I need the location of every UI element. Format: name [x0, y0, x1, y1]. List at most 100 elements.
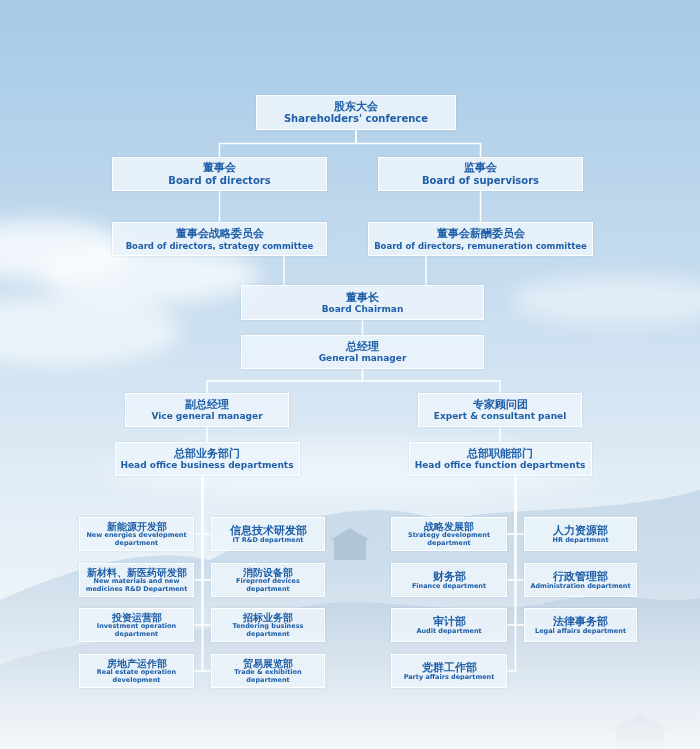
- department-box: 人力资源部HR department: [524, 517, 637, 551]
- chinese-label: 信息技术研发部: [230, 524, 307, 537]
- department-box: 新能源开发部New energies development departmen…: [79, 517, 194, 551]
- chinese-label: 新材料、新医药研发部: [87, 567, 187, 579]
- department-box: 消防设备部Fireproof devices department: [211, 563, 325, 597]
- org-connector: [480, 191, 482, 222]
- chinese-label: 贸易展览部: [243, 658, 293, 670]
- chinese-label: 董事会: [203, 161, 236, 174]
- english-label: Shareholders' conference: [284, 113, 428, 125]
- english-label: Board of directors: [168, 175, 270, 187]
- org-connector: [203, 476, 212, 580]
- org-connector: [363, 369, 501, 393]
- department-box: 党群工作部Party affairs department: [391, 654, 507, 688]
- english-label: Board Chairman: [322, 304, 404, 315]
- org-box: 总部业务部门Head office business departments: [115, 442, 300, 476]
- chinese-label: 股东大会: [334, 100, 378, 113]
- org-connector: [425, 256, 427, 285]
- department-box: 审计部Audit department: [391, 608, 507, 642]
- chinese-label: 总部业务部门: [174, 447, 240, 460]
- english-label: Strategy development department: [396, 532, 502, 547]
- department-box: 新材料、新医药研发部New materials and new medicine…: [79, 563, 194, 597]
- cloud: [510, 275, 700, 325]
- chinese-label: 董事会战略委员会: [176, 227, 264, 240]
- org-connector: [207, 369, 363, 393]
- chinese-label: 房地产运作部: [107, 658, 167, 670]
- org-connector: [507, 476, 516, 580]
- chinese-label: 总部职能部门: [467, 447, 533, 460]
- org-connector: [516, 476, 525, 625]
- english-label: Investment operation department: [84, 623, 189, 638]
- org-box: 董事长Board Chairman: [241, 285, 484, 320]
- english-label: Party affairs department: [404, 674, 495, 681]
- english-label: HR department: [552, 537, 608, 544]
- chinese-label: 党群工作部: [422, 661, 477, 674]
- org-connector: [206, 427, 208, 442]
- english-label: Expert & consultant panel: [434, 411, 566, 422]
- english-label: Board of directors, remuneration committ…: [374, 241, 587, 251]
- department-box: 行政管理部Administration department: [524, 563, 637, 597]
- chinese-label: 投资运营部: [112, 612, 162, 624]
- english-label: Real estate operation development: [84, 669, 189, 684]
- org-box: 副总经理Vice general manager: [125, 393, 289, 427]
- org-connector: [194, 476, 203, 671]
- org-connector: [220, 130, 357, 157]
- org-box: 总部职能部门Head office function departments: [409, 442, 592, 476]
- department-box: 投资运营部Investment operation department: [79, 608, 194, 642]
- department-box: 法律事务部Legal affairs department: [524, 608, 637, 642]
- english-label: Head office function departments: [415, 460, 586, 471]
- far-mountains: [0, 490, 700, 749]
- org-connector: [203, 476, 212, 534]
- chinese-label: 董事会薪酬委员会: [437, 227, 525, 240]
- org-connector: [219, 191, 221, 222]
- english-label: Trade & exhibition department: [216, 669, 320, 684]
- clouds: [0, 220, 700, 500]
- department-box: 贸易展览部Trade & exhibition department: [211, 654, 325, 688]
- org-connector: [516, 476, 525, 580]
- org-connector: [194, 476, 203, 580]
- english-label: Finance department: [412, 583, 486, 590]
- chinese-label: 新能源开发部: [107, 521, 167, 533]
- english-label: Board of directors, strategy committee: [126, 241, 314, 251]
- org-connector: [362, 320, 364, 335]
- english-label: Head office business departments: [120, 460, 293, 471]
- english-label: Tendering business department: [216, 623, 320, 638]
- fog: [0, 560, 700, 749]
- english-label: New energies development department: [84, 532, 189, 547]
- cloud: [100, 440, 600, 500]
- department-box: 财务部Finance department: [391, 563, 507, 597]
- chinese-label: 人力资源部: [553, 524, 608, 537]
- org-box: 监事会Board of supervisors: [378, 157, 583, 191]
- org-connector: [507, 476, 516, 534]
- chinese-label: 监事会: [464, 161, 497, 174]
- department-box: 房地产运作部Real estate operation development: [79, 654, 194, 688]
- chinese-label: 总经理: [346, 340, 379, 353]
- org-connector: [507, 476, 516, 671]
- english-label: Audit department: [416, 628, 481, 635]
- english-label: IT R&D department: [233, 537, 304, 544]
- org-box: 董事会战略委员会Board of directors, strategy com…: [112, 222, 327, 256]
- chinese-label: 行政管理部: [553, 570, 608, 583]
- chinese-label: 副总经理: [185, 398, 229, 411]
- english-label: Board of supervisors: [422, 175, 539, 187]
- org-connector: [194, 476, 203, 625]
- english-label: General manager: [319, 353, 407, 364]
- org-connector: [356, 130, 481, 157]
- org-connector: [516, 476, 525, 534]
- chinese-label: 专家顾问团: [473, 398, 528, 411]
- english-label: Administration department: [530, 583, 630, 590]
- org-connector: [194, 476, 203, 534]
- org-box: 专家顾问团Expert & consultant panel: [418, 393, 582, 427]
- org-connector: [203, 476, 212, 625]
- org-connector: [283, 256, 285, 285]
- org-box: 股东大会Shareholders' conference: [256, 95, 456, 130]
- department-box: 战略发展部Strategy development department: [391, 517, 507, 551]
- chinese-label: 董事长: [346, 291, 379, 304]
- cloud: [0, 295, 180, 365]
- org-box: 董事会Board of directors: [112, 157, 327, 191]
- english-label: Vice general manager: [151, 411, 262, 422]
- chinese-label: 招标业务部: [243, 612, 293, 624]
- org-connector: [499, 427, 501, 442]
- department-box: 信息技术研发部IT R&D department: [211, 517, 325, 551]
- english-label: Legal affairs department: [535, 628, 626, 635]
